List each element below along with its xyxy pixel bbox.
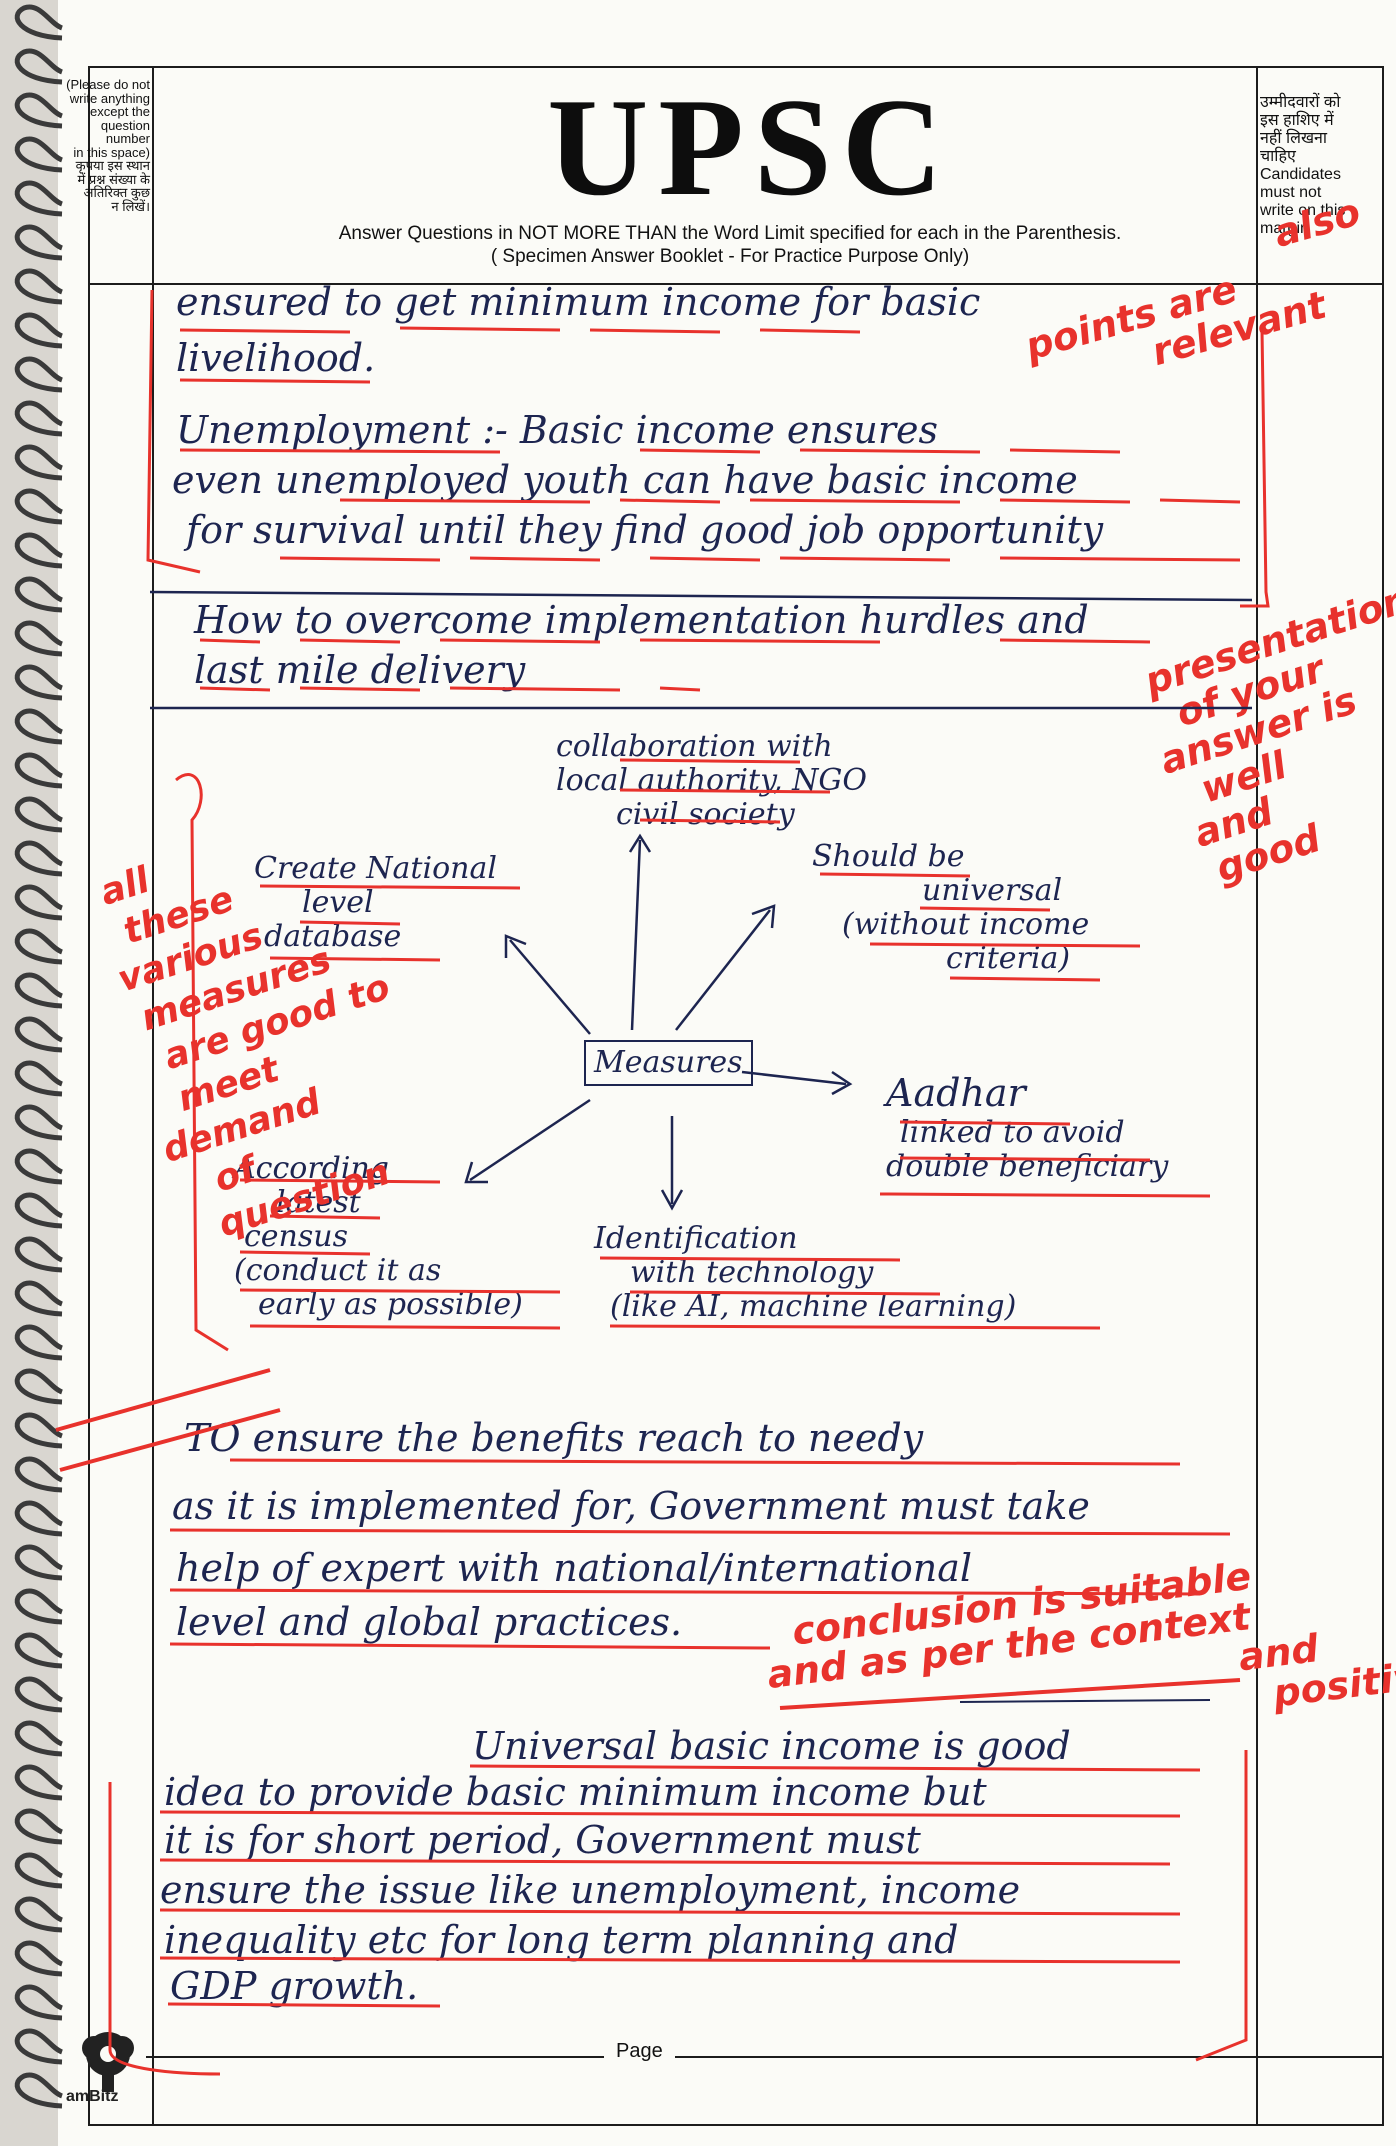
spiral-ring — [14, 180, 64, 217]
answer-paragraph-line: help of expert with national/internation… — [176, 1546, 973, 1590]
spiral-ring — [14, 1676, 64, 1713]
answer-paragraph-line: TO ensure the benefits reach to needy — [184, 1416, 924, 1460]
conclusion-line: it is for short period, Government must — [164, 1818, 921, 1862]
spiral-ring — [14, 1236, 64, 1273]
spiral-ring — [14, 752, 64, 789]
spiral-ring — [14, 532, 64, 569]
conclusion-line: Universal basic income is good — [472, 1724, 1071, 1768]
brand-logo-icon — [82, 2032, 134, 2092]
spiral-ring — [14, 1940, 64, 1977]
spiral-ring — [14, 1632, 64, 1669]
diagram-node-aadhaar: Aadhar linked to avoid double beneficiar… — [886, 1071, 1169, 1184]
answer-sheet — [58, 0, 1396, 2146]
spiral-ring — [14, 400, 64, 437]
answer-line: even unemployed youth can have basic inc… — [172, 458, 1078, 502]
spiral-ring — [14, 884, 64, 921]
diagram-node-universal: Should be universal (without income crit… — [812, 839, 1090, 976]
spiral-ring — [14, 1720, 64, 1757]
answer-paragraph-line: as it is implemented for, Government mus… — [172, 1484, 1090, 1528]
spiral-ring — [14, 1764, 64, 1801]
diagram-center-measures: Measures — [584, 1040, 753, 1086]
diagram-node-identification: Identification with technology (like AI,… — [594, 1221, 1017, 1324]
diagram-node-collaboration: collaboration with local authority, NGO … — [556, 729, 867, 832]
spiral-ring — [14, 136, 64, 173]
spiral-ring — [14, 1896, 64, 1933]
spiral-ring — [14, 488, 64, 525]
left-margin-instruction: (Please do not write anything except the… — [66, 77, 150, 214]
conclusion-line: GDP growth. — [170, 1964, 419, 2008]
spiral-ring — [14, 1544, 64, 1581]
right-margin-line — [1256, 66, 1258, 2126]
spiral-ring — [14, 356, 64, 393]
conclusion-line: inequality etc for long term planning an… — [164, 1918, 959, 1962]
header-divider — [88, 283, 1384, 285]
conclusion-line: idea to provide basic minimum income but — [164, 1770, 987, 1814]
spiral-ring — [14, 1016, 64, 1053]
spiral-ring — [14, 1324, 64, 1361]
spiral-ring — [14, 1104, 64, 1141]
spiral-ring — [14, 1368, 64, 1405]
spiral-ring — [14, 268, 64, 305]
spiral-ring — [14, 224, 64, 261]
spiral-ring — [14, 1500, 64, 1537]
spiral-ring — [14, 1060, 64, 1097]
spiral-ring — [14, 1192, 64, 1229]
page-label: Page — [604, 2040, 675, 2063]
spiral-ring — [14, 1456, 64, 1493]
section-heading: How to overcome implementation hurdles a… — [194, 598, 1089, 642]
answer-paragraph-line: level and global practices. — [176, 1600, 683, 1644]
spiral-ring — [14, 796, 64, 833]
spiral-ring — [14, 1148, 64, 1185]
spiral-ring — [14, 1808, 64, 1845]
brand-title: UPSC — [547, 70, 953, 225]
spiral-ring — [14, 664, 64, 701]
conclusion-line: ensure the issue like unemployment, inco… — [160, 1868, 1021, 1912]
right-margin-instruction: उम्मीदवारों को इस हाशिए में नहीं लिखना च… — [1260, 94, 1346, 237]
spiral-ring — [14, 576, 64, 613]
spiral-ring — [14, 972, 64, 1009]
spiral-ring — [14, 1984, 64, 2021]
spiral-ring — [14, 928, 64, 965]
answer-frame — [88, 66, 1384, 2126]
left-margin-line — [152, 66, 154, 2126]
spiral-ring — [14, 1588, 64, 1625]
answer-line: livelihood. — [176, 336, 376, 380]
section-heading: last mile delivery — [194, 648, 526, 692]
answer-line: for survival until they find good job op… — [186, 508, 1104, 552]
spiral-ring — [14, 92, 64, 129]
brand-logo-text: amBitz — [66, 2088, 119, 2105]
spiral-ring — [14, 4, 64, 41]
spiral-ring — [14, 708, 64, 745]
answer-line: ensured to get minimum income for basic — [176, 280, 981, 324]
spiral-binding — [14, 4, 64, 2109]
spiral-ring — [14, 840, 64, 877]
spiral-ring — [14, 312, 64, 349]
spiral-ring — [14, 2072, 64, 2109]
spiral-ring — [14, 444, 64, 481]
spiral-ring — [14, 1852, 64, 1889]
instructions: Answer Questions in NOT MORE THAN the Wo… — [338, 223, 1122, 267]
spiral-ring — [14, 620, 64, 657]
spiral-ring — [14, 2028, 64, 2065]
answer-line: Unemployment :- Basic income ensures — [176, 408, 938, 452]
spiral-ring — [14, 1412, 64, 1449]
footer-divider — [146, 2056, 1384, 2058]
spiral-ring — [14, 1280, 64, 1317]
spiral-ring — [14, 48, 64, 85]
